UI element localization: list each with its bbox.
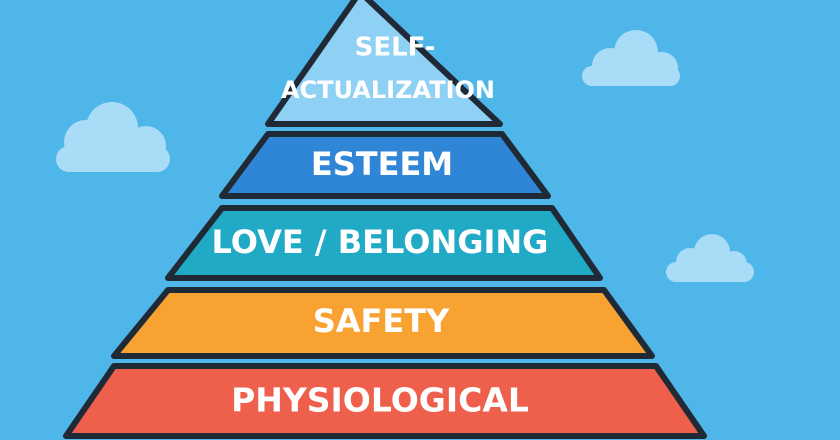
tier-love-belonging: LOVE / BELONGING bbox=[165, 205, 603, 281]
tier-shape-self-actualization bbox=[265, 0, 503, 127]
pyramid-tiers: SELF- ACTUALIZATION ESTEEM LOVE / BELONGING… bbox=[63, 0, 707, 439]
tier-label-safety: SAFETY bbox=[313, 302, 450, 340]
tier-safety: SAFETY bbox=[111, 287, 655, 359]
cloud-left-icon bbox=[56, 102, 170, 172]
tier-self-actualization: SELF- ACTUALIZATION bbox=[265, 0, 503, 127]
tier-shape-love-belonging bbox=[165, 205, 603, 281]
tier-shape-esteem bbox=[219, 131, 551, 199]
tier-label-self-actualization-line-1: SELF- bbox=[355, 33, 436, 63]
tier-shape-physiological bbox=[63, 363, 707, 439]
tier-esteem: ESTEEM bbox=[219, 131, 551, 199]
tier-label-physiological: PHYSIOLOGICAL bbox=[231, 381, 529, 420]
tier-label-esteem: ESTEEM bbox=[311, 145, 453, 183]
tier-label-self-actualization-line-2: ACTUALIZATION bbox=[281, 76, 495, 104]
cloud-bottom-right-icon bbox=[666, 234, 754, 282]
tier-physiological: PHYSIOLOGICAL bbox=[63, 363, 707, 439]
cloud-top-right-icon bbox=[582, 30, 680, 86]
tier-label-love-belonging: LOVE / BELONGING bbox=[212, 223, 549, 261]
tier-shape-safety bbox=[111, 287, 655, 359]
